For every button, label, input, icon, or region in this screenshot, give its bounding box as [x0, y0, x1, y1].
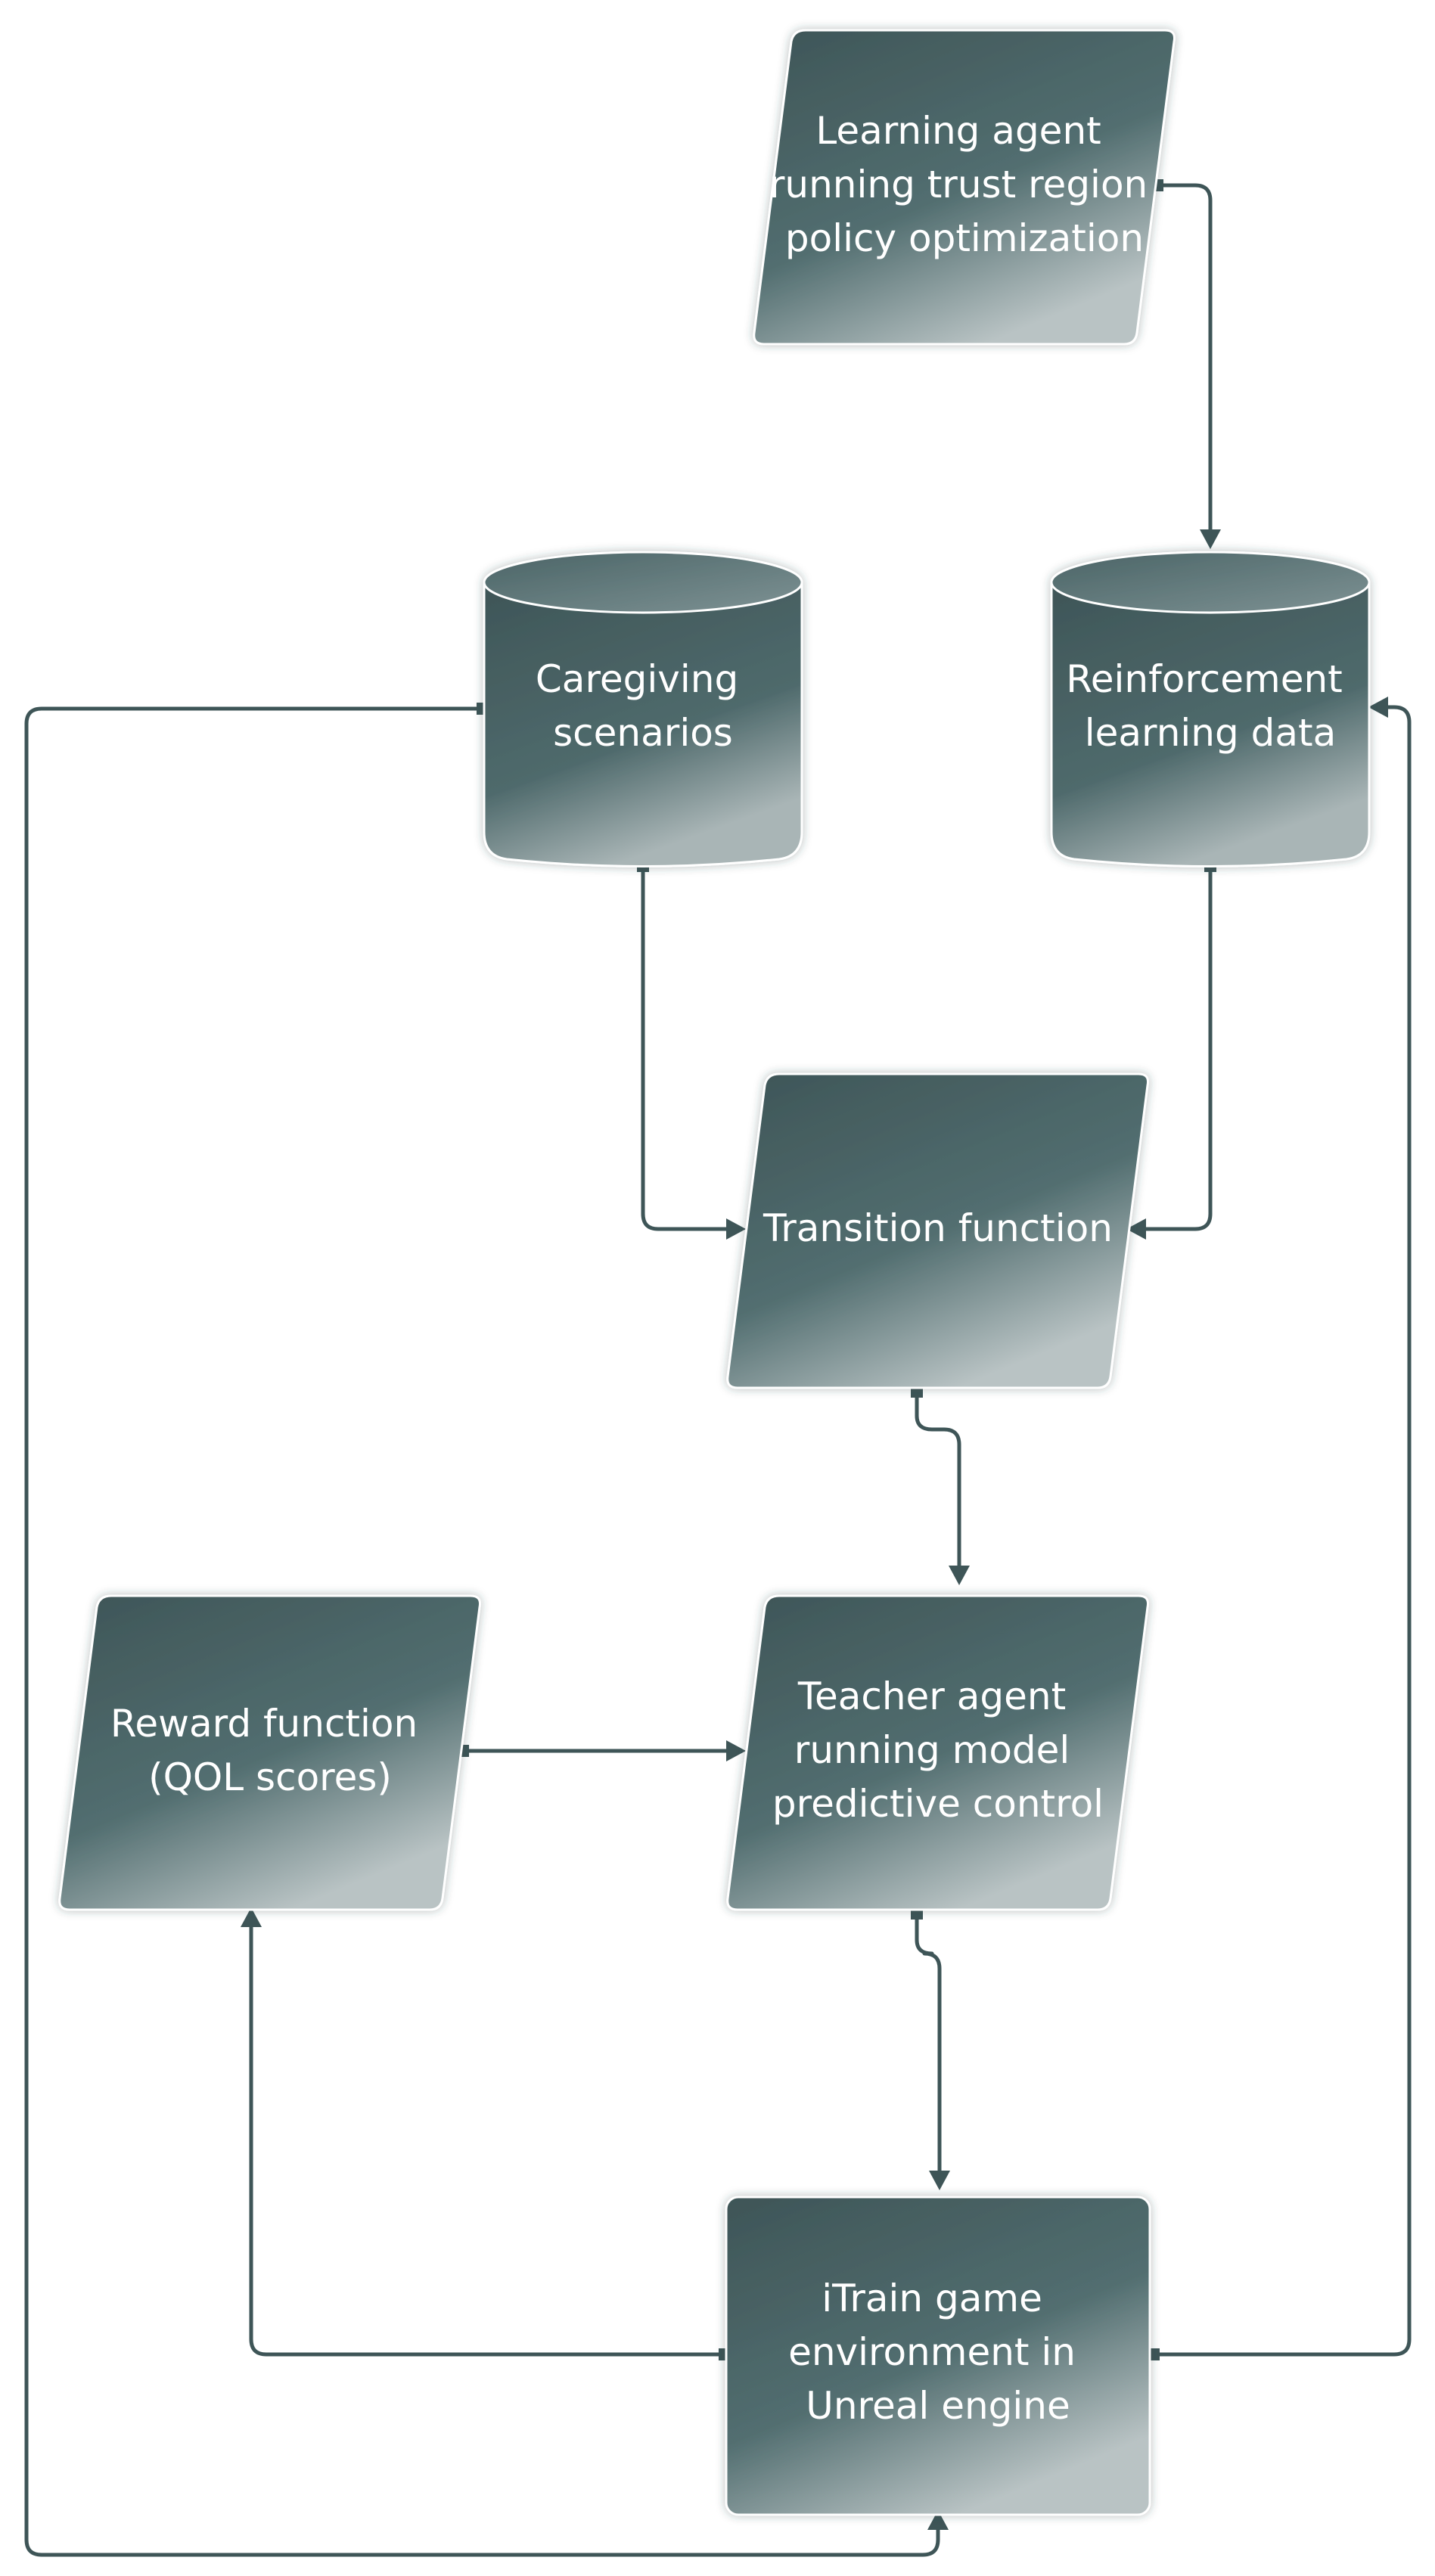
node-text-line: Reinforcement [1066, 657, 1343, 701]
node-text-line: iTrain game [822, 2277, 1042, 2320]
node-itrain-label: iTrain game environment in Unreal engine [788, 2277, 1088, 2428]
node-text-line: running model [794, 1728, 1070, 1772]
edge-caregiving-to-transition [641, 864, 728, 1231]
edge-arrowhead [1368, 697, 1388, 718]
node-text-line: Transition function [763, 1206, 1113, 1250]
edge-arrowhead [1126, 1218, 1146, 1240]
node-text-line: predictive control [772, 1782, 1104, 1826]
node-text-line: scenarios [553, 711, 733, 755]
edge-caregiving-to-itrain [24, 706, 940, 2557]
node-teacher-label: Teacher agent running model predictive c… [772, 1674, 1104, 1826]
node-text-line: running trust region [769, 163, 1148, 206]
node-text-line: (QOL scores) [148, 1755, 392, 1799]
node-text-line: Teacher agent [797, 1674, 1066, 1718]
node-teacher-agent: Teacher agent running model predictive c… [726, 1594, 1149, 1911]
node-learning-agent-label: Learning agent running trust region poli… [769, 109, 1160, 260]
edge-arrowhead [726, 1218, 746, 1240]
edges [24, 179, 1412, 2557]
node-text-line: Unreal engine [806, 2384, 1070, 2428]
edge-arrowhead [949, 1566, 970, 1585]
node-reward-label: Reward function (QOL scores) [110, 1702, 430, 1799]
node-rl-data-label: Reinforcement learning data [1066, 657, 1354, 755]
node-caregiving-scenarios: Caregiving scenarios [483, 551, 803, 867]
edge-arrowhead [726, 1740, 746, 1761]
node-transition-label: Transition function [763, 1206, 1113, 1250]
node-caregiving-label: Caregiving scenarios [536, 657, 750, 755]
node-learning-agent: Learning agent running trust region poli… [753, 29, 1176, 346]
edge-rl-data-to-transition [1144, 864, 1213, 1231]
node-text-line: Reward function [110, 1702, 418, 1746]
edge-arrowhead [241, 1907, 262, 1927]
edge-learning-agent-to-rl-data [1155, 183, 1213, 532]
node-itrain-environment: iTrain game environment in Unreal engine [725, 2196, 1151, 2516]
node-text-line: learning data [1085, 711, 1337, 755]
edge-transition-to-teacher [915, 1389, 961, 1568]
edge-itrain-to-rl-data [1151, 705, 1412, 2357]
edge-teacher-to-itrain [915, 1911, 942, 2173]
node-text-line: environment in [788, 2330, 1076, 2374]
edge-itrain-to-reward [249, 1925, 727, 2357]
edge-arrowhead [1200, 529, 1221, 549]
edge-arrowhead [929, 2171, 950, 2190]
edge-arrowhead [927, 2510, 949, 2530]
node-reward-function: Reward function (QOL scores) [58, 1594, 481, 1911]
node-rl-data: Reinforcement learning data [1050, 551, 1371, 867]
node-text-line: policy optimization [785, 216, 1144, 260]
node-text-line: Learning agent [815, 109, 1101, 153]
node-transition-function: Transition function [726, 1072, 1149, 1389]
node-text-line: Caregiving [536, 657, 738, 701]
